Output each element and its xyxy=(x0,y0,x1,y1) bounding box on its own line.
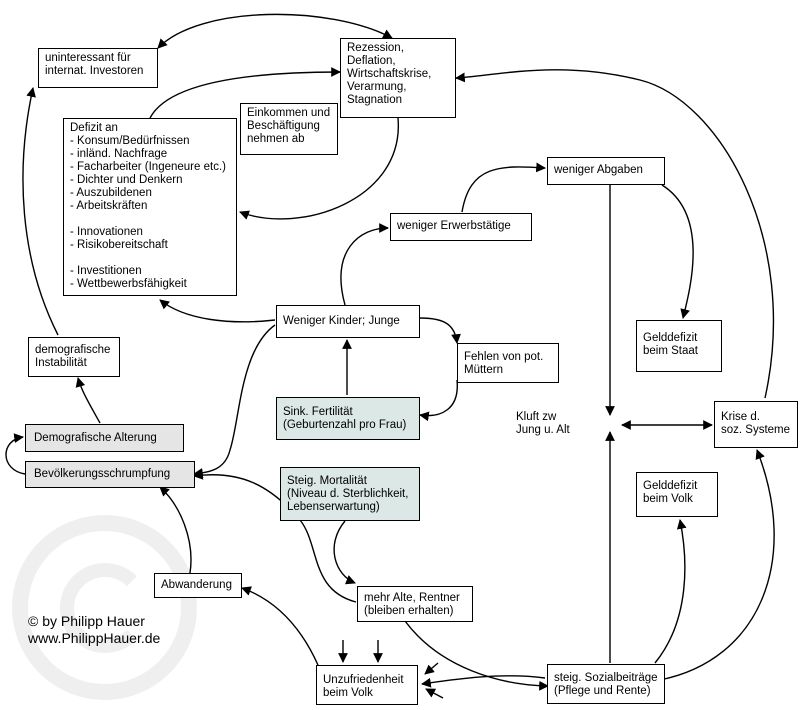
copyright-text: © by Philipp Hauer www.PhilippHauer.de xyxy=(28,613,161,646)
node-rezession: Rezession, Deflation, Wirtschaftskrise, … xyxy=(340,38,456,118)
edge-alte-sozialbeitraege xyxy=(404,620,549,691)
node-steig-mortalitaet: Steig. Mortalität (Niveau d. Sterblichke… xyxy=(280,467,420,521)
node-demografische-instabilitaet: demografische Instabilität xyxy=(28,337,120,377)
edge-erwerbstaetige-abgaben xyxy=(461,162,546,213)
edge-unzufriedenheit-abwanderung xyxy=(241,586,319,666)
edge-krise-rezession xyxy=(455,69,774,399)
edge-uninteressant-rezession xyxy=(157,13,393,49)
node-einkommen: Einkommen und Beschäftigung nehmen ab xyxy=(240,103,338,155)
node-krise: Krise d. soz. Systeme xyxy=(714,401,798,448)
edge-abwanderung-schrumpfung xyxy=(159,486,192,574)
small-arrow-3 xyxy=(424,662,439,675)
edge-muettern-fertilitaet xyxy=(419,379,458,422)
node-abwanderung: Abwanderung xyxy=(154,573,242,598)
edge-defizit-rezession xyxy=(149,67,341,119)
node-sozialbeitraege: steig. Sozialbeiträge (Pflege und Rente) xyxy=(547,664,665,704)
node-bevoelkerungsschrumpfung: Bevölkerungsschrumpfung xyxy=(25,461,195,488)
edge-schrumpfung-alterung xyxy=(5,433,26,475)
edge-rezession-defizit xyxy=(239,117,399,220)
edge-mortalitaet-alte xyxy=(333,520,356,585)
node-demografische-alterung: Demografische Alterung xyxy=(25,424,184,452)
edge-kinder-erwerbstaetige xyxy=(340,223,389,306)
edge-kinder-defizit xyxy=(159,299,276,323)
node-defizit: Defizit an - Konsum/Bedürfnissen - inlän… xyxy=(63,118,237,296)
node-geldefizit-volk: Gelddefizit beim Volk xyxy=(636,472,718,517)
edge-abgaben-staat xyxy=(661,184,694,319)
node-kluft: Kluft zw Jung u. Alt xyxy=(516,411,570,436)
node-weniger-erwerbstaetige: weniger Erwerbstätige xyxy=(390,213,532,241)
node-weniger-kinder: Weniger Kinder; Junge xyxy=(276,305,420,338)
node-sink-fertilitaet: Sink. Fertilität (Geburtenzahl pro Frau) xyxy=(276,397,420,440)
node-fehlen-muettern: Fehlen von pot. Müttern xyxy=(457,343,559,383)
edge-instabilitaet-uninteressant xyxy=(22,87,59,336)
edge-alterung-instabilitaet xyxy=(75,377,101,424)
node-geldefizit-staat: Gelddefizit beim Staat xyxy=(636,320,722,372)
edge-sozialbeitraege-volk xyxy=(654,519,687,664)
edge-kinder-muettern xyxy=(419,317,461,344)
node-unzufriedenheit: Unzufriedenheit beim Volk xyxy=(316,665,418,705)
edge-sozialbeitraege-krise xyxy=(659,449,775,681)
small-arrow-4 xyxy=(425,688,444,699)
edge-sozialbeitraege-unzufriedenheit xyxy=(421,675,546,688)
node-mehr-alte: mehr Alte, Rentner (bleiben erhalten) xyxy=(357,586,473,622)
node-weniger-abgaben: weniger Abgaben xyxy=(547,157,665,185)
edge-kinder-schrumpfung xyxy=(193,324,276,478)
node-uninteressant: uninteressant für internat. Investoren xyxy=(38,48,158,88)
